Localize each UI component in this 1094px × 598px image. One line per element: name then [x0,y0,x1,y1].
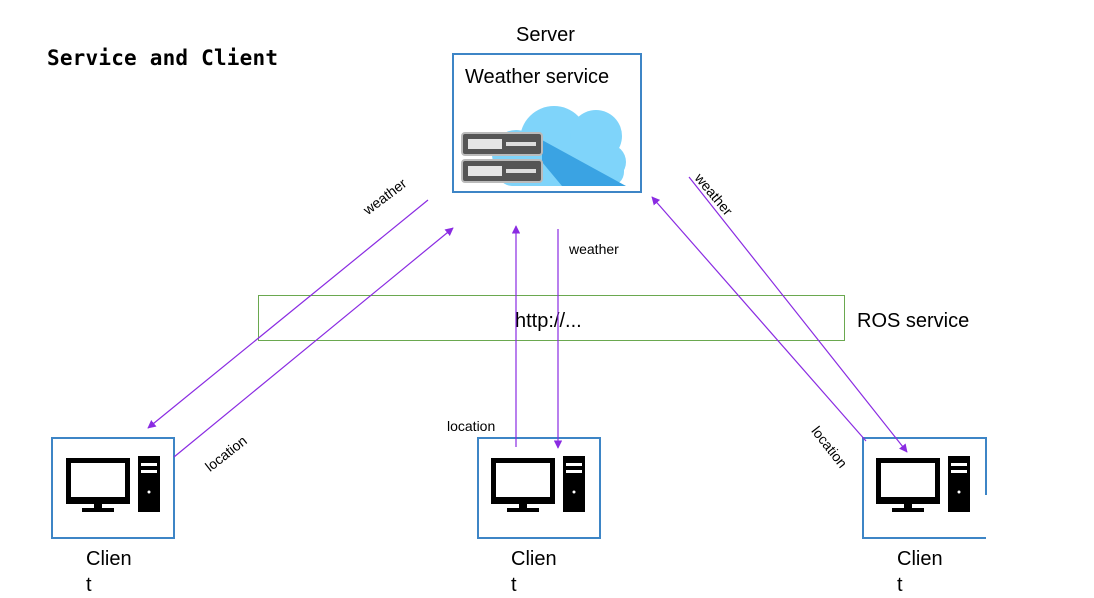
arrow-location-left [173,227,454,458]
server-service-name: Weather service [465,66,610,88]
client-label-center: Clien t [511,546,571,598]
edge-label-location-center: location [447,418,496,434]
ros-service-bar [258,295,845,341]
ros-service-label: ROS service [857,310,970,332]
cloud-shape [492,106,626,186]
client-label-line1: Clien [897,548,943,570]
edge-label-weather-center: weather [569,241,619,257]
client-box-right-edge [985,437,987,495]
server-rack-icon [461,132,543,183]
server-label: Server [516,24,575,46]
desktop-computer-icon [876,456,970,512]
client-label-line2: t [86,574,92,596]
page-title: Service and Client [47,46,279,70]
client-label-right: Clien t [897,546,957,598]
client-label-left: Clien t [86,546,146,598]
client-label-line1: Clien [86,548,132,570]
desktop-computer-icon [491,456,585,512]
arrow-weather-left [147,199,429,429]
desktop-computer-icon [66,456,160,512]
client-label-line2: t [511,574,517,596]
client-label-line2: t [897,574,903,596]
arrow-location-right [651,196,867,442]
http-url-label: http://... [515,310,582,332]
client-label-line1: Clien [511,548,557,570]
arrow-weather-right [688,176,908,453]
cloud-server-icon [461,106,626,186]
